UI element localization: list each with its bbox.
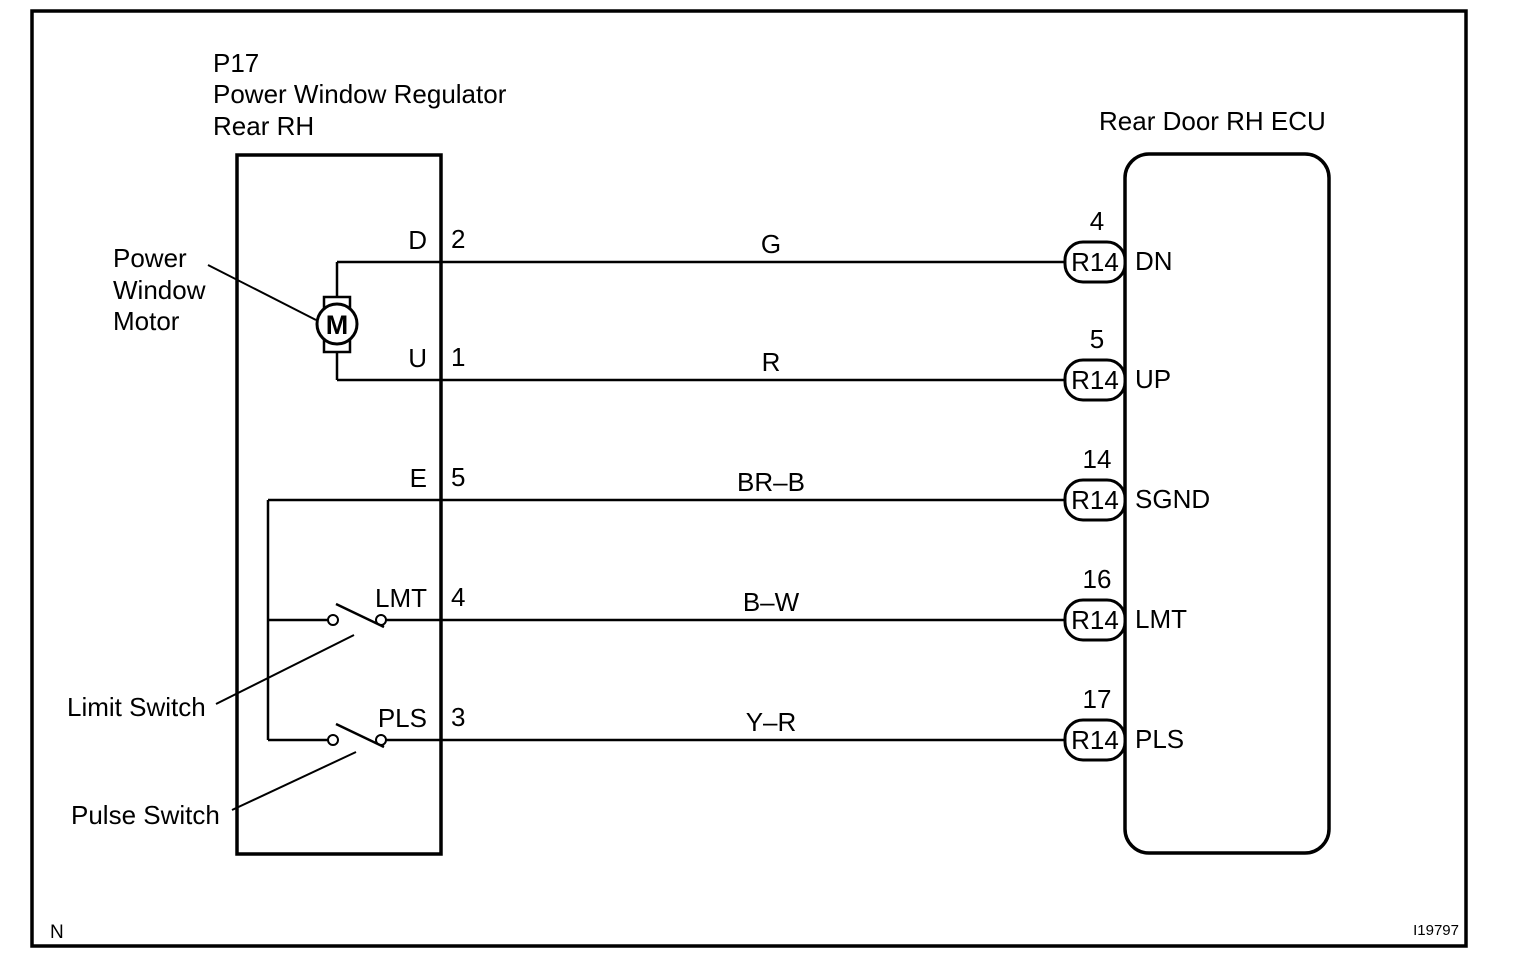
motor-label-line2: Window [113,275,206,305]
motor-icon: M [315,262,359,380]
ecu-terminal-label: PLS [1135,724,1184,754]
connector-pill [1063,598,1127,642]
connector-label: R14 [1071,365,1119,395]
component-pin: 1 [451,342,465,372]
terminal-label: D [408,225,427,255]
figure-id: I19797 [1413,922,1459,939]
component-position: Rear RH [213,111,314,141]
connector-label: R14 [1071,605,1119,635]
terminal-label: LMT [375,583,427,613]
footer-left-mark: N [50,922,64,943]
ecu-terminal-label: SGND [1135,484,1210,514]
component-pin: 5 [451,462,465,492]
component-name: Power Window Regulator [213,79,507,109]
limit-switch-label: Limit Switch [67,692,206,722]
ecu-pin: 4 [1090,206,1104,236]
connector-pill [1063,240,1127,284]
limit-switch-leader-line [215,634,355,705]
motor-leader-line [207,264,317,321]
connector-label: R14 [1071,247,1119,277]
ecu-pin: 14 [1083,444,1112,474]
component-pin: 2 [451,224,465,254]
ecu-pin: 17 [1083,684,1112,714]
wire-color-label: Y–R [746,707,797,737]
terminal-label: U [408,343,427,373]
pulse-switch-label: Pulse Switch [71,800,220,830]
ecu-terminal-label: LMT [1135,604,1187,634]
connector-label: R14 [1071,725,1119,755]
connector-label: R14 [1071,485,1119,515]
ecu-pin: 5 [1090,324,1104,354]
terminal-label: PLS [378,703,427,733]
connector-pill [1063,478,1127,522]
diagram-frame [30,9,1468,948]
ecu-name: Rear Door RH ECU [1099,106,1326,136]
component-pin: 4 [451,582,465,612]
terminal-label: E [410,463,427,493]
wire-color-label: R [762,347,781,377]
motor-symbol: M [326,310,349,340]
ecu-pin: 16 [1083,564,1112,594]
wire-color-label: BR–B [737,467,805,497]
ecu-terminal-label: DN [1135,246,1173,276]
wire-color-label: B–W [743,587,800,617]
connector-pill [1063,358,1127,402]
pulse-switch-leader-line [231,751,357,811]
connector-pill [1063,718,1127,762]
component-pin: 3 [451,702,465,732]
component-code: P17 [213,48,259,78]
motor-label-line1: Power [113,243,187,273]
regulator-box [235,153,443,856]
motor-label-line3: Motor [113,306,180,336]
wire-color-label: G [761,229,781,259]
ecu-terminal-label: UP [1135,364,1171,394]
